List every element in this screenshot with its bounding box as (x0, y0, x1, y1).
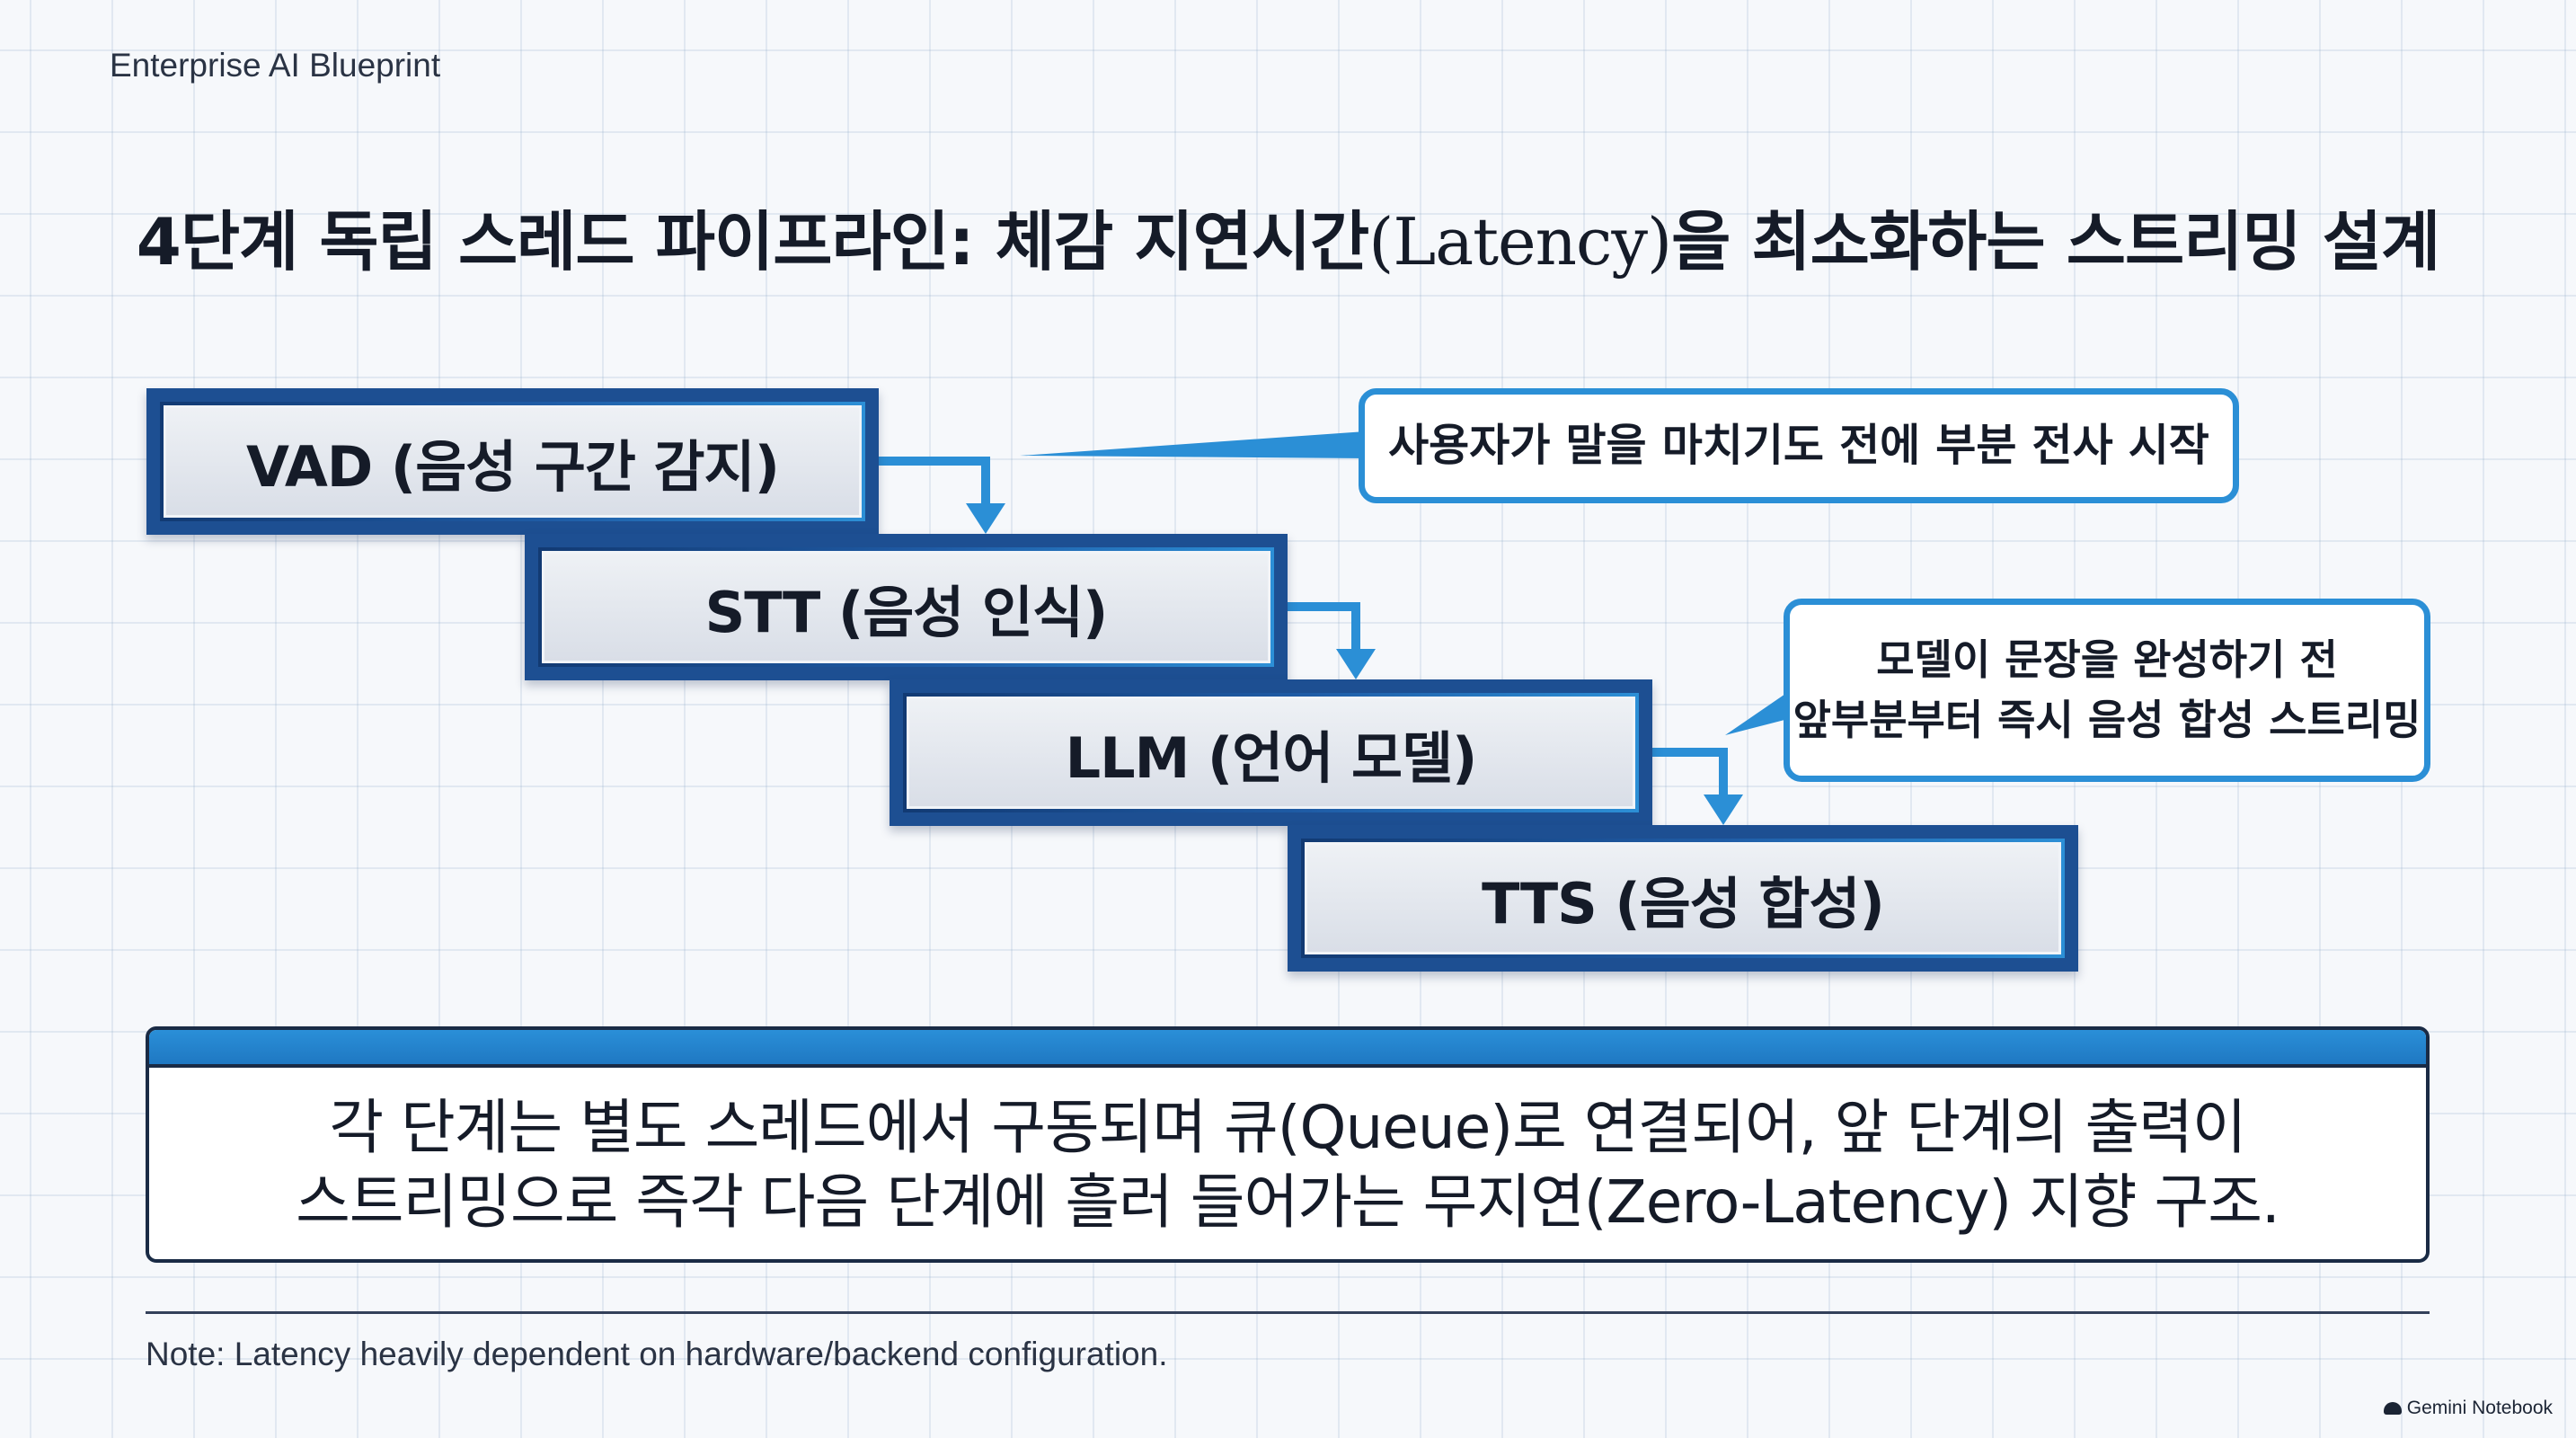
stage-llm-label: LLM (언어 모델) (907, 697, 1635, 809)
callout-mid-pointer (1725, 692, 1788, 735)
footer-note: Note: Latency heavily dependent on hardw… (146, 1336, 1168, 1372)
stage-llm: LLM (언어 모델) (890, 679, 1652, 826)
summary-line2: 스트리밍으로 즉각 다음 단계에 흘러 들어가는 무지연(Zero-Latenc… (296, 1167, 2280, 1237)
stage-stt-label: STT (음성 인식) (542, 551, 1270, 663)
footer-divider (146, 1311, 2430, 1314)
watermark: Gemini Notebook (2383, 1398, 2553, 1419)
title-latin: (Latency) (1368, 204, 1672, 280)
arrow-stt-to-llm (1288, 602, 1360, 653)
arrow-llm-to-tts-head (1704, 794, 1743, 825)
slide-title: 4단계 독립 스레드 파이프라인: 체감 지연시간(Latency)을 최소화하… (0, 189, 2576, 283)
callout-partial-transcription: 사용자가 말을 마치기도 전에 부분 전사 시작 (1359, 388, 2239, 503)
arrow-vad-to-stt (879, 457, 990, 508)
summary-line1: 각 단계는 별도 스레드에서 구동되며 큐(Queue)로 연결되어, 앞 단계… (329, 1093, 2246, 1162)
stage-stt: STT (음성 인식) (525, 534, 1288, 680)
title-suffix: 을 최소화하는 스트리밍 설계 (1671, 204, 2440, 280)
summary-text: 각 단계는 별도 스레드에서 구동되며 큐(Queue)로 연결되어, 앞 단계… (149, 1068, 2426, 1259)
stage-vad: VAD (음성 구간 감지) (146, 388, 879, 535)
watermark-label: Gemini Notebook (2406, 1398, 2553, 1418)
callout-streaming-synthesis: 모델이 문장을 완성하기 전 앞부분부터 즉시 음성 합성 스트리밍 (1784, 599, 2430, 782)
stage-tts: TTS (음성 합성) (1288, 825, 2078, 972)
callout-top-text: 사용자가 말을 마치기도 전에 부분 전사 시작 (1388, 420, 2209, 472)
stage-tts-label: TTS (음성 합성) (1305, 842, 2061, 954)
arrow-stt-to-llm-head (1336, 649, 1376, 679)
callout-mid-line1: 모델이 문장을 완성하기 전 (1876, 635, 2338, 685)
callout-mid-line2: 앞부분부터 즉시 음성 합성 스트리밍 (1793, 696, 2421, 744)
summary-header-bar (149, 1030, 2426, 1068)
stage-vad-label: VAD (음성 구간 감지) (164, 405, 862, 518)
arrow-vad-to-stt-head (966, 503, 1005, 534)
arrow-llm-to-tts (1652, 748, 1728, 799)
notebook-icon (2383, 1402, 2402, 1415)
summary-box: 각 단계는 별도 스레드에서 구동되며 큐(Queue)로 연결되어, 앞 단계… (146, 1026, 2430, 1263)
callout-top-pointer (1020, 431, 1366, 458)
title-prefix: 4단계 독립 스레드 파이프라인: 체감 지연시간 (136, 204, 1370, 280)
brand-label: Enterprise AI Blueprint (110, 47, 441, 84)
